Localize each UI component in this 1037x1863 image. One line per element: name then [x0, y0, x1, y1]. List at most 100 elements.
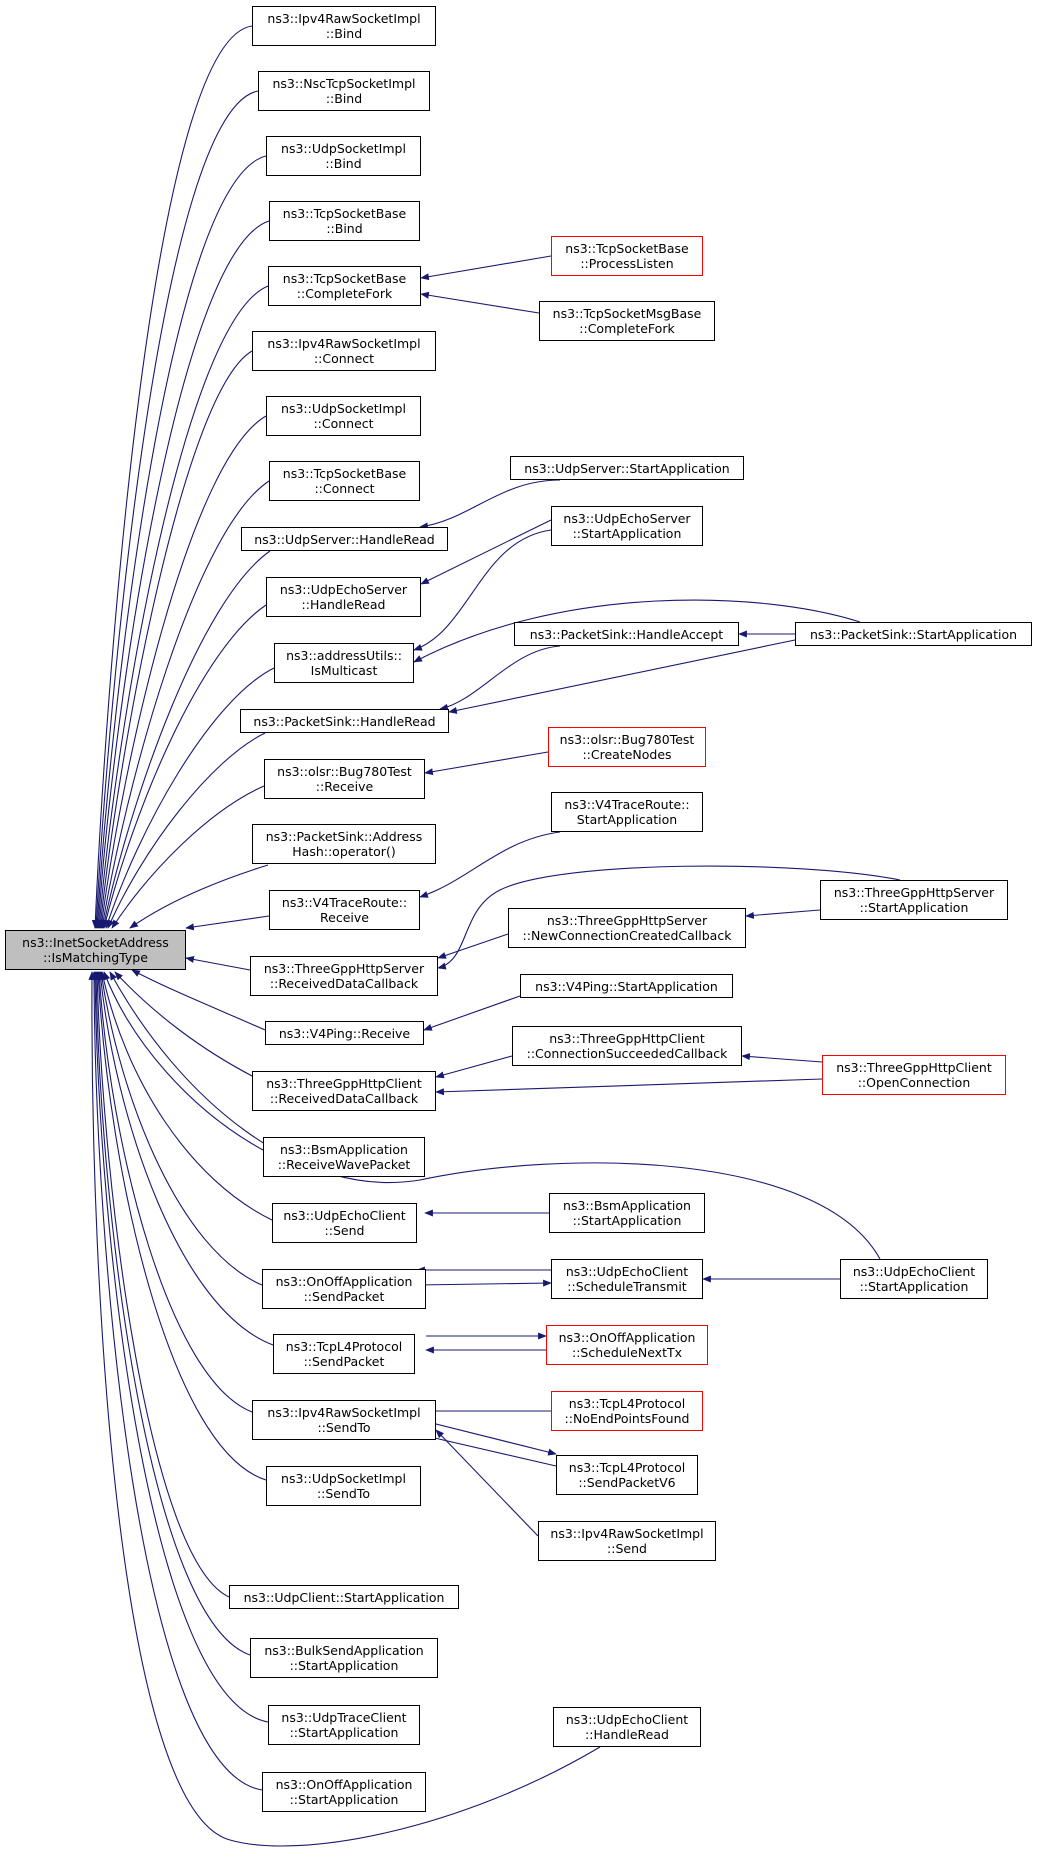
edge-m4-to-c10 — [420, 519, 552, 585]
caller-node-udpsocketimpl-connect[interactable]: ns3::UdpSocketImpl ::Connect — [266, 396, 421, 436]
caller-node-tcpl4protocol-sendpacket[interactable]: ns3::TcpL4Protocol ::SendPacket — [273, 1334, 415, 1374]
node-tcpl4protocol-sendpacketv6[interactable]: ns3::TcpL4Protocol ::SendPacketV6 — [556, 1455, 698, 1495]
caller-node-bsmapplication-receivewavepacket[interactable]: ns3::BsmApplication ::ReceiveWavePacket — [263, 1137, 425, 1177]
caller-node-udpclient-startapplication[interactable]: ns3::UdpClient::StartApplication — [229, 1585, 459, 1609]
edge-c19-to-root — [103, 971, 264, 1151]
caller-node-ipv4rawsocketimpl-bind[interactable]: ns3::Ipv4RawSocketImpl ::Bind — [252, 6, 436, 46]
caller-node-packetsink-addresshash[interactable]: ns3::PacketSink::Address Hash::operator(… — [252, 824, 436, 864]
caller-node-tcpsocketbase-completefork[interactable]: ns3::TcpSocketBase ::CompleteFork — [268, 266, 421, 306]
node-udpechoclient-handleread[interactable]: ns3::UdpEchoClient ::HandleRead — [553, 1707, 701, 1747]
edge-m1-to-c5 — [420, 255, 552, 281]
edge-c8-to-root — [99, 480, 270, 929]
edge-c23-to-root — [95, 971, 253, 1413]
node-v4ping-startapplication[interactable]: ns3::V4Ping::StartApplication — [520, 974, 733, 998]
edge-c11-to-root — [105, 667, 275, 929]
edge-c6-to-root — [97, 350, 253, 929]
caller-node-udpsocketimpl-bind[interactable]: ns3::UdpSocketImpl ::Bind — [266, 136, 421, 176]
node-threegpphttpserver-startapplication[interactable]: ns3::ThreeGppHttpServer ::StartApplicati… — [820, 880, 1008, 920]
edge-r3-to-c18 — [435, 1078, 823, 1096]
caller-node-packetsink-handleread[interactable]: ns3::PacketSink::HandleRead — [240, 709, 449, 733]
edge-r2-to-m8 — [745, 909, 821, 919]
caller-node-onoffapplication-sendpacket[interactable]: ns3::OnOffApplication ::SendPacket — [262, 1269, 426, 1309]
edge-c14-to-root — [129, 864, 269, 929]
caller-node-bug780test-receive[interactable]: ns3::olsr::Bug780Test ::Receive — [264, 759, 425, 799]
node-threegpphttpclient-openconnection[interactable]: ns3::ThreeGppHttpClient ::OpenConnection — [822, 1055, 1006, 1095]
edge-c22-to-root — [97, 971, 274, 1346]
caller-node-v4ping-receive[interactable]: ns3::V4Ping::Receive — [265, 1021, 424, 1045]
edge-c10-to-root — [102, 604, 267, 929]
edge-c20-to-m12 — [416, 1279, 552, 1287]
node-bsmapplication-startapplication[interactable]: ns3::BsmApplication ::StartApplication — [549, 1193, 705, 1233]
edge-c15-to-root — [185, 915, 270, 931]
caller-node-tcpsocketbase-connect[interactable]: ns3::TcpSocketBase ::Connect — [269, 461, 420, 501]
edge-c24-to-root — [94, 971, 267, 1481]
node-udpechoclient-scheduletransmit[interactable]: ns3::UdpEchoClient ::ScheduleTransmit — [551, 1259, 703, 1299]
node-udpserver-startapplication[interactable]: ns3::UdpServer::StartApplication — [510, 456, 744, 480]
edge-c28-to-root — [90, 971, 263, 1791]
node-tcpsocketmsgbase-completefork[interactable]: ns3::TcpSocketMsgBase ::CompleteFork — [539, 301, 715, 341]
edge-c2-to-root — [92, 90, 259, 929]
node-udpechoserver-startapplication[interactable]: ns3::UdpEchoServer ::StartApplication — [551, 506, 703, 546]
caller-node-addressutils-ismulticast[interactable]: ns3::addressUtils:: IsMulticast — [274, 643, 414, 683]
edge-m16-to-c23 — [435, 1429, 539, 1537]
node-tcpl4protocol-noendpointsfound[interactable]: ns3::TcpL4Protocol ::NoEndPointsFound — [551, 1391, 703, 1431]
edge-c4-to-root — [95, 220, 270, 929]
edge-c26-to-root — [92, 971, 251, 1656]
edge-c27-to-root — [91, 971, 269, 1723]
caller-node-threegpphttpserver-receiveddatacallback[interactable]: ns3::ThreeGppHttpServer ::ReceivedDataCa… — [250, 956, 438, 996]
edge-c21-to-root — [98, 971, 263, 1286]
caller-node-udpsocketimpl-sendto[interactable]: ns3::UdpSocketImpl ::SendTo — [266, 1466, 421, 1506]
edge-r2-to-c16 — [437, 865, 901, 970]
edge-m10-to-c18 — [435, 1055, 513, 1079]
edge-r3-to-m10 — [741, 1053, 823, 1063]
node-v4traceroute-startapplication[interactable]: ns3::V4TraceRoute:: StartApplication — [551, 792, 703, 832]
caller-node-udpserver-handleread[interactable]: ns3::UdpServer::HandleRead — [241, 527, 448, 551]
caller-node-ipv4rawsocketimpl-connect[interactable]: ns3::Ipv4RawSocketImpl ::Connect — [252, 331, 436, 371]
edge-m17-to-root — [88, 971, 601, 1847]
edge-m5-to-c12 — [439, 645, 561, 711]
edge-c16-to-root — [185, 955, 251, 971]
node-tcpsocketbase-processlisten[interactable]: ns3::TcpSocketBase ::ProcessListen — [551, 236, 703, 276]
caller-node-onoffapplication-startapplication[interactable]: ns3::OnOffApplication ::StartApplication — [262, 1772, 426, 1812]
edge-r4-to-root — [109, 971, 881, 1260]
edge-c5-to-root — [96, 285, 269, 929]
edge-r1-to-c11 — [413, 599, 861, 663]
edge-m2-to-c5 — [420, 291, 540, 314]
edge-m8-to-c16 — [437, 933, 509, 959]
caller-node-udpechoclient-send[interactable]: ns3::UdpEchoClient ::Send — [272, 1203, 417, 1243]
edge-c12-to-root — [107, 732, 266, 929]
node-udpechoclient-startapplication[interactable]: ns3::UdpEchoClient ::StartApplication — [840, 1259, 988, 1299]
edge-m9-to-c17 — [423, 995, 521, 1031]
edge-c17-to-root — [131, 969, 266, 1031]
caller-node-udptraceclient-startapplication[interactable]: ns3::UdpTraceClient ::StartApplication — [268, 1705, 420, 1745]
node-packetsink-startapplication[interactable]: ns3::PacketSink::StartApplication — [795, 622, 1032, 646]
root-node-inetsocketaddress-ismatchingtype: ns3::InetSocketAddress ::IsMatchingType — [5, 930, 186, 970]
node-threegpphttpclient-connectionsucceededcallback[interactable]: ns3::ThreeGppHttpClient ::ConnectionSucc… — [512, 1026, 742, 1066]
edge-r1-to-c12 — [448, 639, 796, 714]
edge-m3-to-c9 — [419, 479, 561, 530]
node-ipv4rawsocketimpl-send[interactable]: ns3::Ipv4RawSocketImpl ::Send — [538, 1521, 716, 1561]
caller-node-udpechoserver-handleread[interactable]: ns3::UdpEchoServer ::HandleRead — [266, 577, 421, 617]
node-bug780test-createnodes[interactable]: ns3::olsr::Bug780Test ::CreateNodes — [548, 727, 706, 767]
edge-c18-to-root — [114, 971, 261, 1081]
node-packetsink-handleaccept[interactable]: ns3::PacketSink::HandleAccept — [514, 622, 739, 646]
edge-m7-to-c15 — [419, 831, 561, 898]
caller-node-nsctcpsocketimpl-bind[interactable]: ns3::NscTcpSocketImpl ::Bind — [258, 71, 430, 111]
edge-m6-to-c13 — [424, 751, 549, 776]
edge-m4-to-c11 — [413, 529, 552, 651]
node-onoffapplication-schedulenexttx[interactable]: ns3::OnOffApplication ::ScheduleNextTx — [546, 1325, 708, 1365]
caller-node-bulksendapplication-startapplication[interactable]: ns3::BulkSendApplication ::StartApplicat… — [250, 1638, 438, 1678]
edge-c1-to-root — [91, 25, 253, 929]
caller-node-tcpsocketbase-bind[interactable]: ns3::TcpSocketBase ::Bind — [269, 201, 420, 241]
edge-c13-to-root — [111, 785, 265, 929]
edge-c20-to-root — [100, 971, 273, 1221]
caller-node-threegpphttpclient-receiveddatacallback[interactable]: ns3::ThreeGppHttpClient ::ReceivedDataCa… — [252, 1071, 436, 1111]
caller-node-v4traceroute-receive[interactable]: ns3::V4TraceRoute:: Receive — [269, 890, 420, 930]
caller-node-ipv4rawsocketimpl-sendto[interactable]: ns3::Ipv4RawSocketImpl ::SendTo — [252, 1400, 436, 1440]
edge-c3-to-root — [93, 155, 267, 929]
edge-c9-to-root — [101, 550, 271, 929]
node-threegpphttpserver-newconnectioncreatedcallback[interactable]: ns3::ThreeGppHttpServer ::NewConnectionC… — [508, 908, 746, 948]
